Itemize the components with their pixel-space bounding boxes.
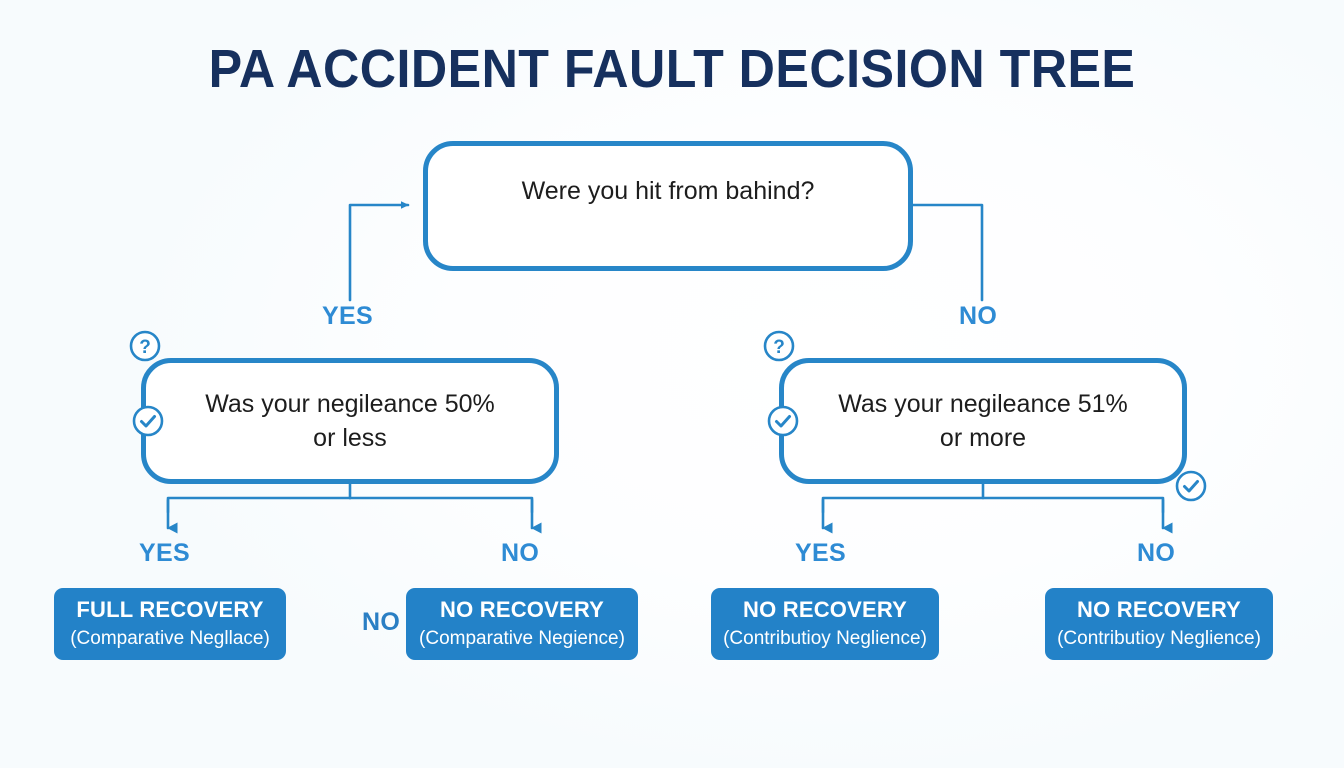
stray-branch-label: NO xyxy=(362,608,401,636)
decision-left-question-line1: Was your negileance 50% xyxy=(205,389,495,418)
decision-box-left[interactable]: Was your negileance 50% or less xyxy=(141,358,559,484)
outcome-box[interactable]: NO RECOVERY (Comparative Negience) xyxy=(406,588,638,660)
svg-text:?: ? xyxy=(773,337,785,358)
outcome-title: NO RECOVERY xyxy=(743,597,907,623)
decision-left-question: Was your negileance 50% or less xyxy=(179,387,521,456)
branch-label-root-yes: YES xyxy=(322,302,373,330)
page-title: PA ACCIDENT FAULT DECISION TREE xyxy=(208,39,1136,99)
wire-right-bracket xyxy=(821,496,1165,514)
svg-text:?: ? xyxy=(139,337,151,358)
wire-root-no xyxy=(911,203,984,302)
branch-label-left-no: NO xyxy=(501,539,540,567)
decision-right-question-line1: Was your negileance 51% xyxy=(838,389,1128,418)
wire-root-yes xyxy=(348,201,410,302)
branch-label-right-yes: YES xyxy=(795,539,846,567)
branch-label-left-yes: YES xyxy=(139,539,190,567)
decision-left-question-line2: or less xyxy=(313,424,387,452)
check-circle-icon xyxy=(132,405,164,437)
question-mark-circle-icon: ? xyxy=(129,330,161,362)
decision-root-question: Were you hit from bahind? xyxy=(521,177,815,205)
outcome-box[interactable]: NO RECOVERY (Contributioy Neglience) xyxy=(1045,588,1273,660)
check-circle-icon xyxy=(1175,470,1207,502)
outcome-subtitle: (Contributioy Neglience) xyxy=(723,627,927,649)
decision-right-question-line2: or more xyxy=(939,424,1027,452)
outcome-title: FULL RECOVERY xyxy=(76,597,264,623)
outcome-subtitle: (Comparative Negience) xyxy=(419,627,625,649)
check-circle-icon xyxy=(767,405,799,437)
outcome-title: NO RECOVERY xyxy=(1077,597,1241,623)
decision-box-right[interactable]: Was your negileance 51% or more xyxy=(779,358,1187,484)
outcome-subtitle: (Contributioy Neglience) xyxy=(1057,627,1261,649)
question-mark-circle-icon: ? xyxy=(763,330,795,362)
outcome-box[interactable]: NO RECOVERY (Contributioy Neglience) xyxy=(711,588,939,660)
outcome-title: NO RECOVERY xyxy=(440,597,604,623)
outcome-box[interactable]: FULL RECOVERY (Comparative Negllace) xyxy=(54,588,286,660)
branch-label-root-no: NO xyxy=(959,302,998,330)
decision-box-root[interactable]: Were you hit from bahind? xyxy=(423,141,913,271)
decision-right-question: Was your negileance 51% or more xyxy=(812,387,1154,456)
branch-label-right-no: NO xyxy=(1137,539,1176,567)
outcome-subtitle: (Comparative Negllace) xyxy=(70,627,270,649)
wire-left-bracket xyxy=(166,496,534,514)
